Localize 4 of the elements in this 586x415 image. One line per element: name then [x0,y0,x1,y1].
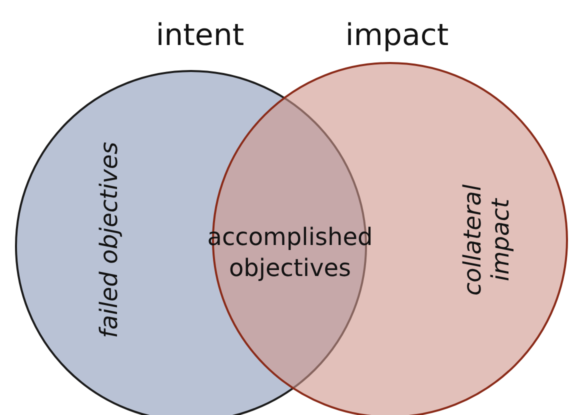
region-label: collateral impact [459,183,515,298]
set-label: impact [345,18,449,53]
region-label: failed objectives [96,140,124,340]
set-label: intent [156,18,244,53]
